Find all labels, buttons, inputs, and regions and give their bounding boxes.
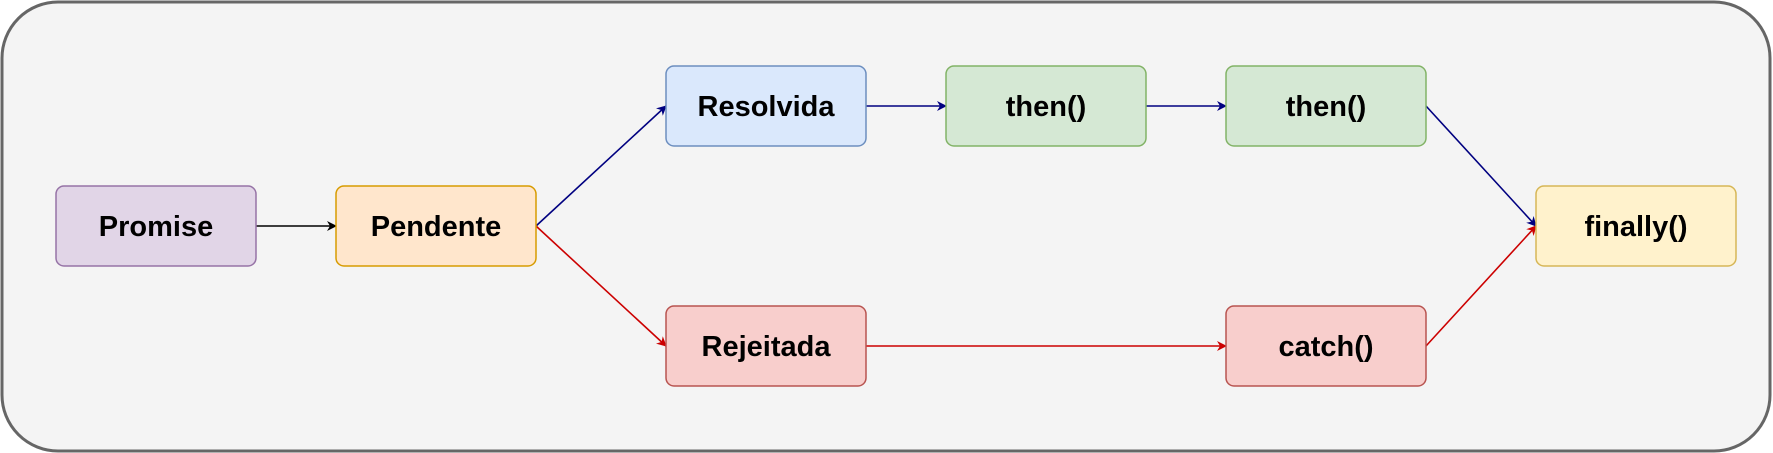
node-resolvida-label: Resolvida: [698, 91, 836, 123]
node-rejeitada-box: [665, 305, 867, 387]
node-pendente-label: Pendente: [371, 211, 502, 243]
node-rejeitada: Rejeitada: [665, 305, 867, 387]
node-finally: finally(): [1535, 185, 1737, 267]
node-then-2: then(): [1225, 65, 1427, 147]
node-finally-box: [1535, 185, 1737, 267]
node-catch: catch(): [1225, 305, 1427, 387]
edge-pendente-to-resolvida: [535, 105, 667, 227]
node-promise-label: Promise: [99, 211, 213, 243]
node-then-2-label: then(): [1286, 91, 1367, 123]
edges-layer: [256, 101, 1537, 351]
edge-catch-to-finally: [1425, 225, 1537, 347]
node-catch-box: [1225, 305, 1427, 387]
edge-then2-to-finally: [1425, 105, 1537, 227]
node-catch-label: catch(): [1278, 331, 1373, 363]
node-then-2-box: [1225, 65, 1427, 147]
node-rejeitada-label: Rejeitada: [702, 331, 832, 363]
node-resolvida: Resolvida: [665, 65, 867, 147]
node-then-1-label: then(): [1006, 91, 1087, 123]
node-promise-box: [55, 185, 257, 267]
node-resolvida-box: [665, 65, 867, 147]
node-pendente: Pendente: [335, 185, 537, 267]
node-then-1: then(): [945, 65, 1147, 147]
node-then-1-box: [945, 65, 1147, 147]
edge-pendente-to-rejeitada: [535, 225, 667, 347]
node-finally-label: finally(): [1584, 211, 1687, 243]
node-pendente-box: [335, 185, 537, 267]
node-promise: Promise: [55, 185, 257, 267]
